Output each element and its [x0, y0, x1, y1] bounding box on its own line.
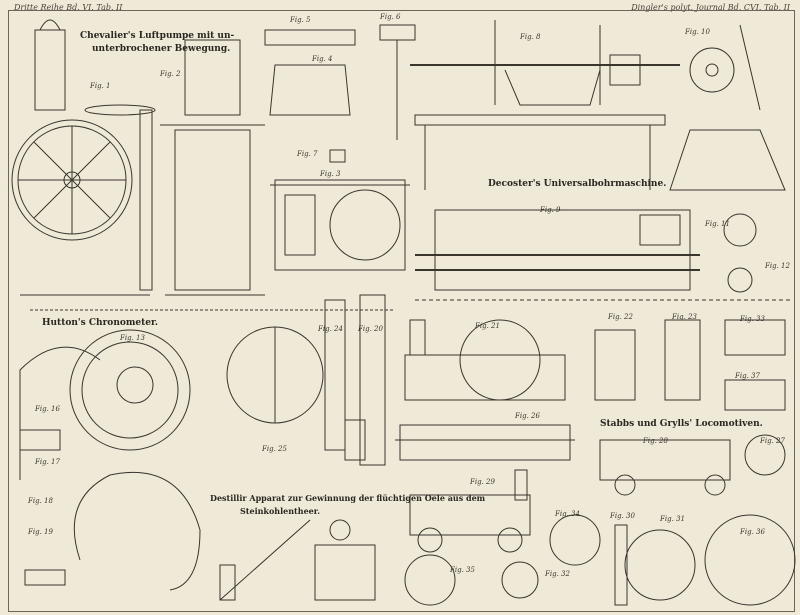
fig-label: Fig. 21	[475, 322, 500, 330]
title-hutton: Hutton's Chronometer.	[42, 318, 159, 328]
air-pump-drawing	[11, 19, 395, 311]
fig-label: Fig. 27	[760, 437, 785, 445]
title-chevalier-1: Chevalier's Luftpumpe mit un-	[80, 31, 235, 41]
fig-label: Fig. 35	[450, 566, 475, 574]
fig-label: Fig. 10	[685, 28, 710, 36]
fig-label: Fig. 30	[610, 512, 635, 520]
fig-label: Fig. 34	[555, 510, 580, 518]
fig-label: Fig. 13	[120, 334, 145, 342]
title-stabbs: Stabbs und Grylls' Locomotiven.	[600, 419, 763, 429]
fig-label: Fig. 2	[160, 70, 181, 78]
title-destillir-1: Destillir Apparat zur Gewinnung der flüc…	[210, 493, 486, 503]
plate-frame	[8, 10, 795, 612]
fig-label: Fig. 18	[28, 497, 53, 505]
title-chevalier-2: unterbrochener Bewegung.	[92, 44, 231, 54]
fig-label: Fig. 16	[35, 405, 60, 413]
fig-label: Fig. 25	[262, 445, 287, 453]
pendulum-drawing	[219, 294, 386, 601]
fig-label: Fig. 17	[35, 458, 60, 466]
fig-label: Fig. 19	[28, 528, 53, 536]
fig-label: Fig. 1	[90, 82, 111, 90]
fig-label: Fig. 4	[312, 55, 333, 63]
fig-label: Fig. 6	[380, 13, 401, 21]
fig-label: Fig. 33	[740, 315, 765, 323]
title-decoster: Decoster's Universalbohrmaschine.	[488, 179, 667, 189]
fig-label: Fig. 28	[643, 437, 668, 445]
fig-label: Fig. 37	[735, 372, 760, 380]
fig-label: Fig. 9	[540, 206, 561, 214]
fig-label: Fig. 3	[320, 170, 341, 178]
title-destillir-2: Steinkohlentheer.	[240, 506, 321, 516]
fig-label: Fig. 23	[672, 313, 697, 321]
mechanism-drawings	[264, 24, 416, 271]
plate-header-left: Dritte Reihe Bd. VI. Tab. II	[14, 3, 123, 12]
plate-header-right: Dingler's polyt. Journal Bd. CVI. Tab. I…	[631, 3, 790, 12]
fig-label: Fig. 8	[520, 33, 541, 41]
fig-label: Fig. 12	[765, 262, 790, 270]
fig-label: Fig. 36	[740, 528, 765, 536]
boring-machine-drawing	[410, 20, 790, 301]
fig-label: Fig. 32	[545, 570, 570, 578]
fig-label: Fig. 29	[470, 478, 495, 486]
fig-label: Fig. 31	[660, 515, 685, 523]
chronometer-drawing	[19, 329, 201, 591]
fig-label: Fig. 5	[290, 16, 311, 24]
fig-label: Fig. 22	[608, 313, 633, 321]
fig-label: Fig. 20	[358, 325, 383, 333]
fig-label: Fig. 26	[515, 412, 540, 420]
locomotive-drawings	[395, 319, 796, 606]
fig-label: Fig. 24	[318, 325, 343, 333]
fig-label: Fig. 11	[705, 220, 730, 228]
fig-label: Fig. 7	[297, 150, 318, 158]
